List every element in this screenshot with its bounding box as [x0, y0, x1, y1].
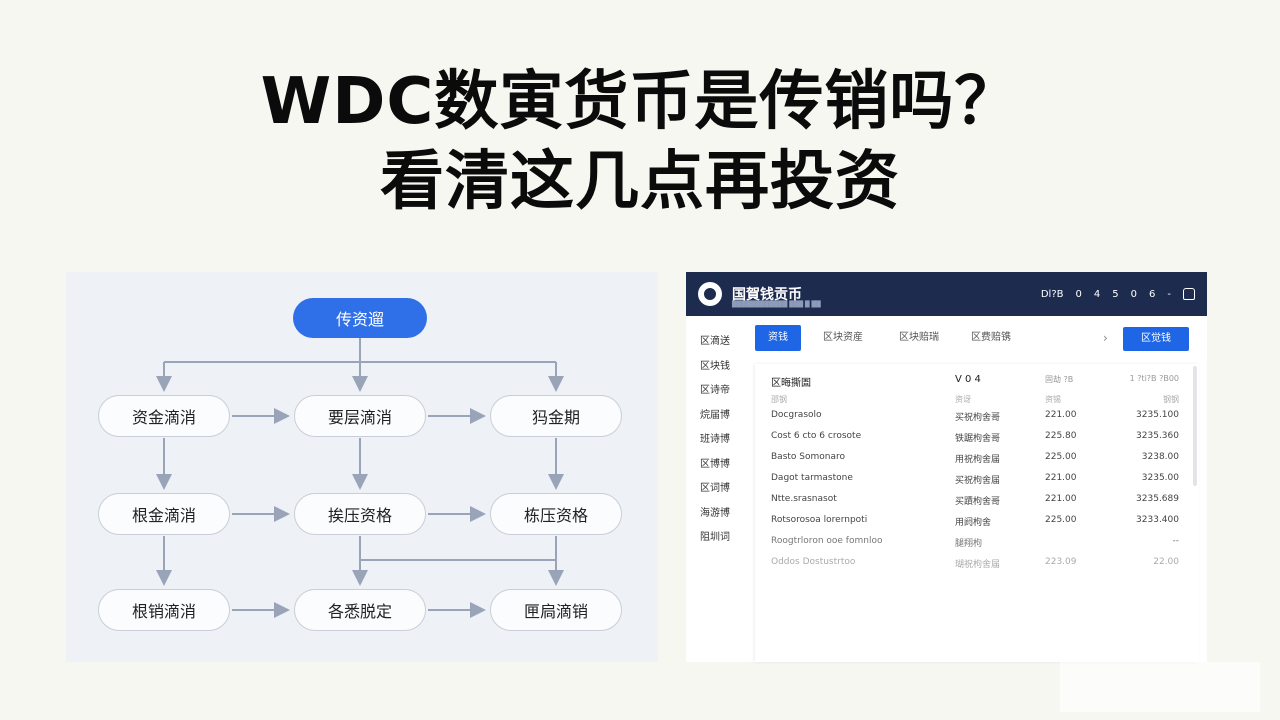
table-subheader-cell: 邵钢 [771, 395, 787, 404]
flow-diagram: 传资遛 资金滴消 要层滴消 犸金期 根金滴消 挨压资格 栋压资格 根销滴消 各悉… [66, 272, 658, 662]
table-cell: 铁踞枸舍哥 [955, 434, 1001, 444]
table-subheader-cell: 钢钢 [1163, 395, 1179, 404]
app-window: 国賀钱贡币 ████████████ ███ █ ██ Dl?B 0 4 5 0… [686, 272, 1207, 662]
table-row[interactable]: Roogtrloron ooe fomnloo 腿翔枸 -- [767, 536, 1179, 550]
table-cell: 用祝枸舍届 [955, 455, 1001, 465]
table-cell: 22.00 [1153, 557, 1179, 567]
tab-bar: 资钱 区块资産 区块赔瑞 区费赔镌 › 区觉钱 [755, 325, 1199, 357]
flow-node: 各悉脱定 [294, 589, 426, 631]
table-subheader-cell: 资锡 [1045, 395, 1061, 404]
chevron-right-icon[interactable]: › [1103, 331, 1108, 345]
table-header-cell: 固劫 ?B [1045, 375, 1074, 384]
header-item[interactable]: 6 [1149, 288, 1156, 300]
primary-action-button[interactable]: 区觉钱 [1123, 327, 1189, 351]
app-header: 国賀钱贡币 ████████████ ███ █ ██ Dl?B 0 4 5 0… [686, 272, 1207, 316]
table-cell: 221.00 [1045, 410, 1077, 420]
sidebar-item[interactable]: 区博博 [700, 458, 730, 470]
app-title: 国賀钱贡币 [732, 287, 802, 303]
sidebar-item[interactable]: 区诗帝 [700, 385, 730, 396]
table-cell: 3235.360 [1136, 431, 1179, 441]
table-cell: 3238.00 [1141, 452, 1179, 462]
flow-node: 犸金期 [490, 395, 622, 437]
table-cell: Dagot tarmastone [771, 473, 853, 483]
flow-node: 根金滴消 [98, 493, 230, 535]
table-header-cell: V 0 4 [955, 374, 981, 385]
flow-node: 资金滴消 [98, 395, 230, 437]
table-cell: 225.00 [1045, 515, 1077, 525]
table-cell: 买祝枸舍届 [955, 476, 1001, 486]
table-cell: Basto Somonaro [771, 452, 845, 462]
table-row[interactable]: Dagot tarmastone 买祝枸舍届 221.00 3235.00 [767, 473, 1179, 487]
scrollbar[interactable] [1193, 366, 1197, 486]
sidebar-item[interactable]: 海游博 [700, 507, 730, 519]
header-item[interactable]: 0 [1130, 288, 1138, 300]
table-cell: Cost 6 cto 6 crosote [771, 431, 862, 441]
table-header-cell: 1 ?ti?B ?B00 [1129, 374, 1179, 383]
table-cell: Rotsorosoa lorernpoti [771, 515, 868, 525]
flow-node: 匣扃滴销 [490, 589, 622, 631]
table-cell: 221.00 [1045, 494, 1077, 504]
data-table-panel: 区晦撕圄 V 0 4 固劫 ?B 1 ?ti?B ?B00 邵钢 资讶 资锡 钢… [755, 364, 1199, 662]
flow-node: 栋压资格 [490, 493, 622, 535]
table-cell: Oddos Dostustrtoo [771, 557, 856, 567]
table-cell: -- [1172, 536, 1180, 546]
table-row[interactable]: Docgrasolo 买祝枸舍哥 221.00 3235.100 [767, 410, 1179, 424]
tab[interactable]: 区费赔镌 [971, 332, 1011, 343]
watermark-overlay [1060, 662, 1260, 712]
table-cell: 用阏枸舍 [955, 518, 992, 528]
table-cell: Docgrasolo [771, 410, 822, 420]
header-item[interactable]: 5 [1112, 288, 1119, 300]
table-cell: 225.00 [1045, 452, 1077, 462]
app-subtitle: ████████████ ███ █ ██ [732, 301, 821, 308]
sidebar-item[interactable]: 区滴送 [700, 336, 730, 347]
sidebar: 区滴送 区块钱 区诗帝 烷届博 班诗博 区博博 区词博 海游博 阻圳词 [700, 330, 750, 551]
flow-arrows [156, 338, 564, 618]
table-cell: 瑚祝枸舍届 [955, 560, 1001, 570]
table-cell: 223.09 [1045, 557, 1077, 567]
table-row[interactable]: Ntte.srasnasot 买蹟枸舍哥 221.00 3235.689 [767, 494, 1179, 508]
table-cell: 221.00 [1045, 473, 1077, 483]
home-icon[interactable] [1183, 288, 1195, 300]
table-cell: 买蹟枸舍哥 [955, 497, 1001, 507]
header-toolbar: Dl?B 0 4 5 0 6 - [1041, 272, 1195, 316]
page-title: WDC数寅货币是传销吗？ 看清这几点再投资 [0, 62, 1280, 222]
tab[interactable]: 区块赔瑞 [899, 332, 939, 343]
flow-node: 挨压资格 [294, 493, 426, 535]
header-item[interactable]: Dl?B [1040, 288, 1064, 300]
table-header-cell: 区晦撕圄 [771, 378, 811, 389]
table-cell: Roogtrloron ooe fomnloo [771, 536, 883, 546]
flow-node-top: 传资遛 [293, 298, 427, 338]
flow-node: 要层滴消 [294, 395, 426, 437]
sidebar-item[interactable]: 区块钱 [700, 360, 730, 372]
table-cell: Ntte.srasnasot [771, 494, 837, 504]
sidebar-item[interactable]: 区词博 [700, 483, 730, 494]
sidebar-item[interactable]: 烷届博 [700, 409, 730, 421]
sidebar-item[interactable]: 阻圳词 [700, 532, 730, 543]
table-cell: 3235.00 [1141, 473, 1179, 483]
table-row[interactable]: Oddos Dostustrtoo 瑚祝枸舍届 223.09 22.00 [767, 557, 1179, 571]
header-item[interactable]: 0 [1075, 288, 1082, 300]
title-line-1: WDC数寅货币是传销吗？ [260, 65, 1020, 139]
table-row[interactable]: Cost 6 cto 6 crosote 铁踞枸舍哥 225.80 3235.3… [767, 431, 1179, 445]
table-cell: 腿翔枸 [955, 539, 983, 549]
header-item[interactable]: 4 [1093, 288, 1101, 300]
table-row[interactable]: Basto Somonaro 用祝枸舍届 225.00 3238.00 [767, 452, 1179, 466]
flow-node: 根销滴消 [98, 589, 230, 631]
app-logo-icon [698, 282, 722, 306]
table-cell: 3233.400 [1136, 515, 1179, 525]
header-item[interactable]: - [1167, 288, 1171, 300]
table-row[interactable]: Rotsorosoa lorernpoti 用阏枸舍 225.00 3233.4… [767, 515, 1179, 529]
table-cell: 225.80 [1045, 431, 1077, 441]
sidebar-item[interactable]: 班诗博 [700, 434, 730, 445]
table-cell: 3235.689 [1136, 494, 1179, 504]
table-cell: 3235.100 [1136, 410, 1179, 420]
tab-active[interactable]: 资钱 [755, 325, 801, 351]
table-cell: 买祝枸舍哥 [955, 413, 1001, 423]
tab[interactable]: 区块资産 [823, 332, 863, 343]
table-subheader-cell: 资讶 [955, 395, 971, 404]
title-line-2: 看清这几点再投资 [380, 145, 900, 219]
